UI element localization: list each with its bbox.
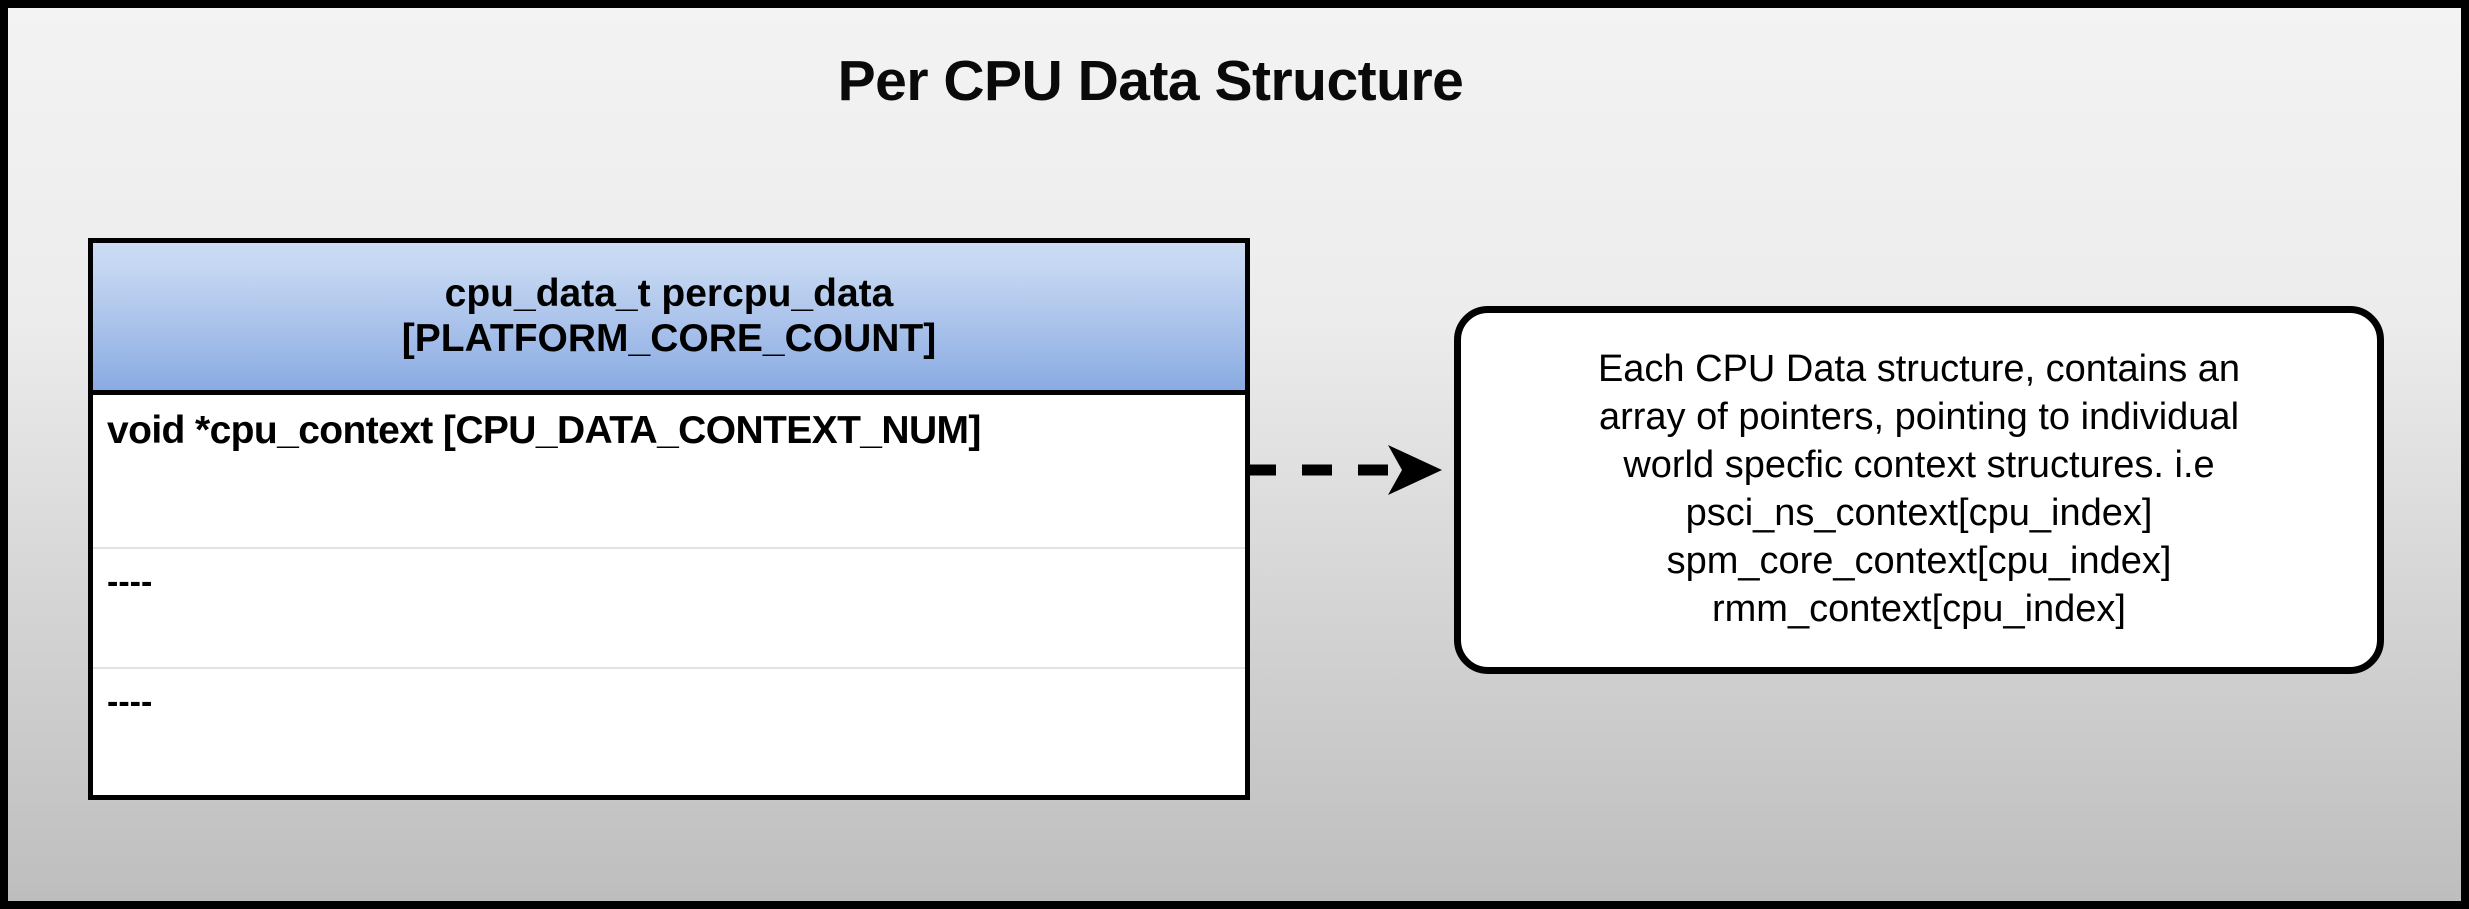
struct-field-cpu-context: void *cpu_context [CPU_DATA_CONTEXT_NUM] bbox=[107, 409, 981, 452]
struct-field-placeholder-2: ---- bbox=[107, 683, 153, 721]
table-row: void *cpu_context [CPU_DATA_CONTEXT_NUM] bbox=[93, 395, 1245, 547]
callout-note: Each CPU Data structure, contains an arr… bbox=[1454, 306, 2384, 674]
struct-table-header: cpu_data_t percpu_data [PLATFORM_CORE_CO… bbox=[93, 243, 1245, 395]
callout-note-line-4: psci_ns_context[cpu_index] bbox=[1685, 492, 2153, 534]
callout-note-line-5: spm_core_context[cpu_index] bbox=[1666, 539, 2172, 582]
struct-field-placeholder-1: ---- bbox=[107, 563, 153, 601]
callout-note-line-2: array of pointers, pointing to individua… bbox=[1598, 396, 2240, 439]
callout-note-line-6: rmm_context[cpu_index] bbox=[1712, 587, 2126, 630]
dashed-arrow-connector bbox=[1246, 445, 1442, 495]
struct-header-line-1: cpu_data_t percpu_data bbox=[444, 271, 894, 315]
percpu-data-struct-table: cpu_data_t percpu_data [PLATFORM_CORE_CO… bbox=[88, 238, 1250, 800]
callout-note-line-3: world specfic context structures. i.e bbox=[1623, 444, 2215, 487]
callout-note-line-1: Each CPU Data structure, contains an bbox=[1597, 348, 2241, 391]
page-title: Per CPU Data Structure bbox=[837, 49, 1464, 113]
table-row: ---- bbox=[93, 547, 1245, 667]
table-row: ---- bbox=[93, 667, 1245, 790]
arrow-head-icon bbox=[1388, 445, 1442, 495]
struct-header-line-2: [PLATFORM_CORE_COUNT] bbox=[401, 316, 937, 360]
